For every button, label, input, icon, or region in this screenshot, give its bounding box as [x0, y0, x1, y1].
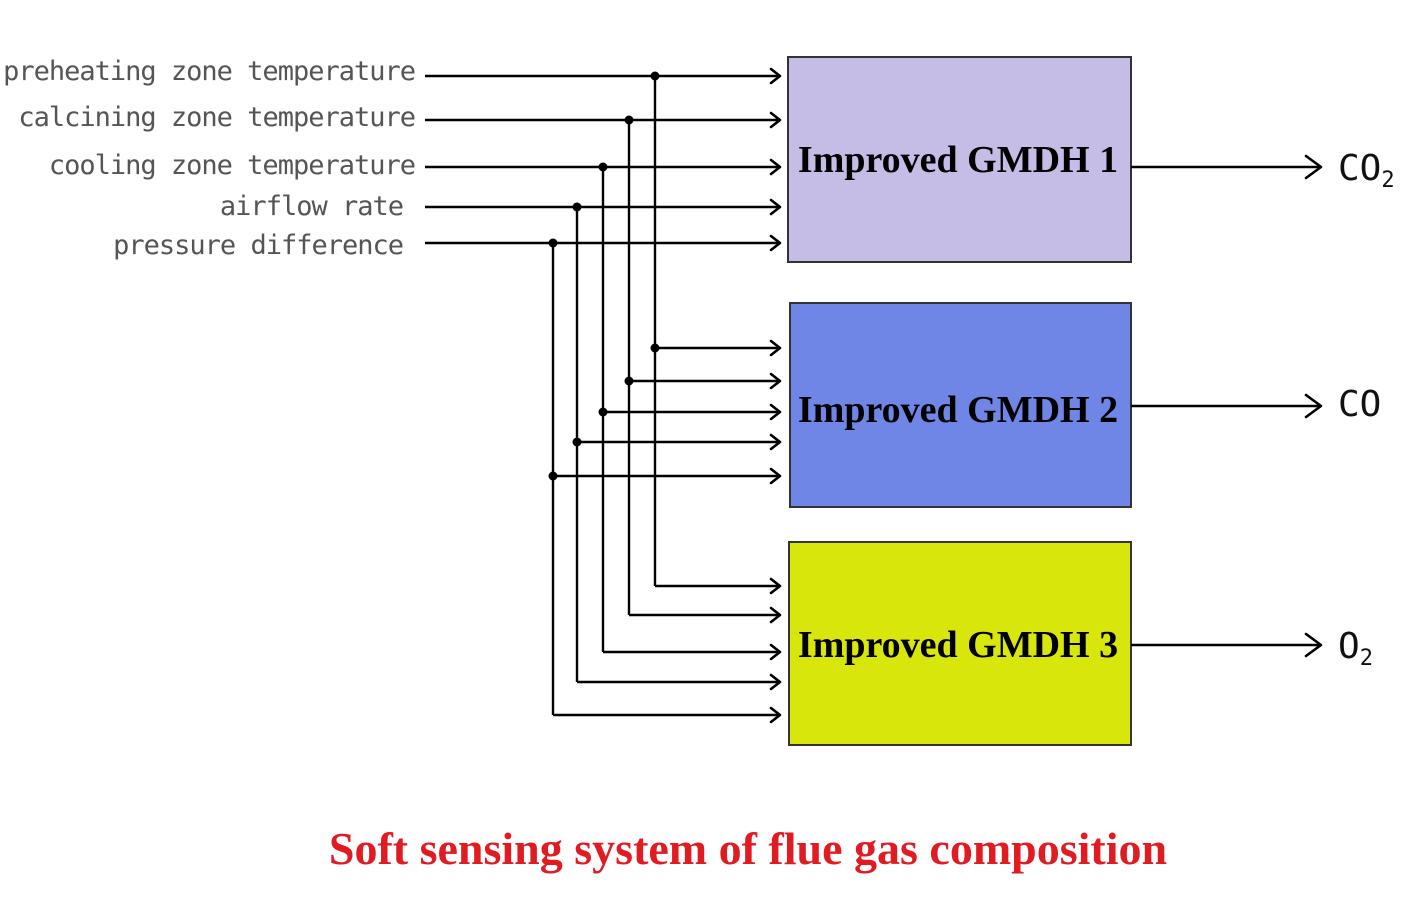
output-label-o2: O2 — [1338, 626, 1373, 671]
block-gmdh-1 — [787, 56, 1132, 263]
block-gmdh-2 — [789, 302, 1132, 508]
block-gmdh-3 — [788, 541, 1132, 746]
diagram-caption: Soft sensing system of flue gas composit… — [329, 823, 1167, 874]
input-label-preheating: preheating zone temperature — [3, 56, 415, 87]
input-label-cooling: cooling zone temperature — [49, 150, 415, 181]
input-wiring — [425, 71, 780, 717]
output-label-co: CO — [1338, 384, 1381, 425]
block-gmdh-2-label: Improved GMDH 2 — [798, 389, 1118, 431]
input-label-calcining: calcining zone temperature — [18, 102, 415, 133]
input-label-pressure: pressure difference — [113, 230, 403, 261]
output-wiring — [1131, 154, 1323, 658]
output-label-co2: CO2 — [1338, 148, 1395, 193]
input-arrowheads — [769, 67, 782, 724]
block-gmdh-1-label: Improved GMDH 1 — [798, 139, 1118, 181]
input-label-airflow: airflow rate — [220, 191, 403, 222]
block-gmdh-3-label: Improved GMDH 3 — [798, 624, 1118, 666]
